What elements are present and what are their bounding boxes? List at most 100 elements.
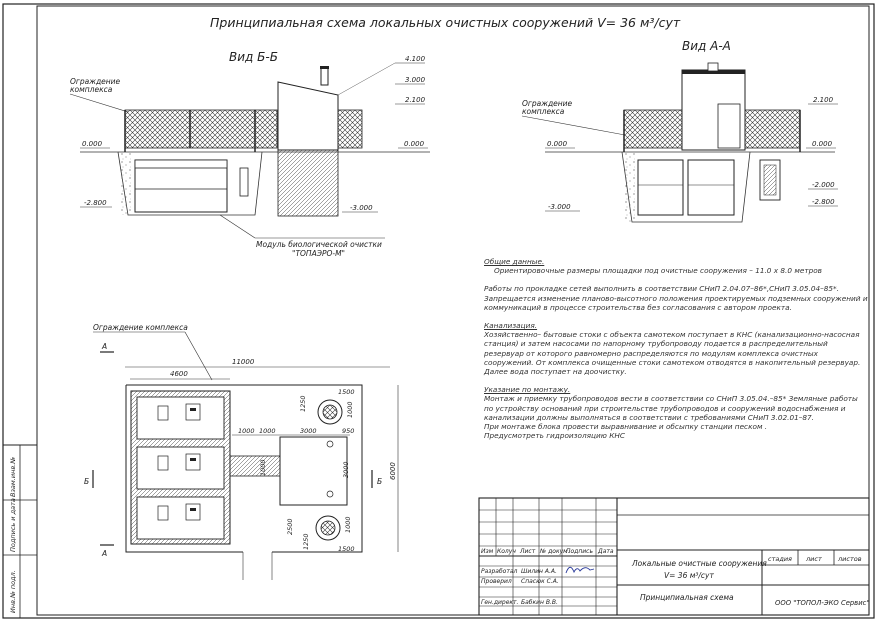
- aa-fence-right: [744, 109, 801, 149]
- svg-text:стадия: стадия: [768, 555, 792, 563]
- svg-text:Разработал: Разработал: [481, 568, 518, 575]
- aa-fence-label-2: комплекса: [522, 107, 565, 116]
- svg-text:-2.000: -2.000: [812, 181, 835, 189]
- svg-text:1000: 1000: [238, 427, 255, 435]
- svg-text:Инв.№ подл.: Инв.№ подл.: [9, 570, 17, 613]
- side-stamp: Взам.инв.№ Подпись и дата Инв.№ подл.: [3, 444, 37, 618]
- notes-p6: Предусмотреть гидроизоляцию КНС: [484, 431, 625, 441]
- svg-text:листов: листов: [837, 555, 862, 563]
- plan-fence-label: Ограждение комплекса: [93, 323, 188, 332]
- notes-p2: Работы по прокладке сетей выполнить в со…: [484, 284, 868, 312]
- svg-text:1000: 1000: [259, 427, 276, 435]
- aa-door: [717, 103, 741, 149]
- outer-frame: [2, 3, 875, 619]
- title-block: [478, 497, 870, 616]
- general-notes: Общие данные. Ориентировочные размеры пл…: [484, 252, 868, 440]
- aa-levels: 2.100 0.000 0.000 -2.000 -2.800 -3.000: [545, 96, 838, 212]
- plan-module-2: [136, 446, 225, 490]
- svg-text:-2.800: -2.800: [812, 198, 835, 206]
- aa-module-1: [637, 159, 684, 216]
- svg-text:1500: 1500: [338, 388, 355, 396]
- svg-text:0.000: 0.000: [404, 140, 425, 148]
- bb-kns-foundation: [277, 149, 339, 217]
- bb-pavilion: [277, 81, 339, 151]
- svg-text:3000: 3000: [300, 427, 317, 435]
- svg-text:Колуч: Колуч: [497, 548, 516, 555]
- plan-fence: [126, 384, 363, 553]
- svg-text:2.100: 2.100: [405, 96, 426, 104]
- svg-text:6000: 6000: [389, 462, 397, 480]
- title-block-text: Изм Колуч Лист № докум. Подпись Дата Раз…: [481, 548, 869, 607]
- plan-module-3: [136, 496, 225, 540]
- notes-p1: Ориентировочные размеры площадки под очи…: [494, 266, 822, 276]
- plan-kns-building: [279, 436, 348, 506]
- svg-text:Б: Б: [377, 477, 382, 486]
- aa-module-2: [687, 159, 735, 216]
- notes-p5: При монтаже блока провести выравнивание …: [484, 422, 768, 432]
- sheet-title: Принципиальная схема локальных очистных …: [210, 15, 681, 30]
- svg-text:1250: 1250: [299, 395, 307, 412]
- notes-heading-sewer: Канализация.: [484, 321, 538, 331]
- company-name: ООО "ТОПОЛ-ЭКО Сервис": [775, 599, 869, 607]
- plan-module-1: [136, 396, 225, 440]
- notes-p4: Монтаж и приемку трубопроводов вести в с…: [484, 394, 858, 422]
- svg-text:Взам.инв.№: Взам.инв.№: [9, 457, 17, 497]
- bb-levels: 4.100 3.000 2.100 0.000 0.000 -2.800 -3.…: [80, 55, 428, 213]
- bb-fence-label-2: комплекса: [70, 85, 113, 94]
- plan-connector: [229, 455, 281, 477]
- svg-text:Лист: Лист: [519, 548, 536, 555]
- plan-ring-bottom: [315, 515, 341, 541]
- signature: [565, 566, 595, 574]
- svg-text:1000: 1000: [344, 516, 352, 533]
- svg-text:Проверил: Проверил: [481, 578, 512, 585]
- bb-module-label-1: Модуль биологической очистки: [256, 240, 382, 249]
- svg-text:№ докум.: № докум.: [539, 548, 570, 555]
- svg-text:11000: 11000: [232, 358, 255, 366]
- svg-text:1000: 1000: [346, 401, 354, 418]
- svg-text:1500: 1500: [338, 545, 355, 553]
- svg-text:-3.000: -3.000: [350, 204, 373, 212]
- svg-text:Дата: Дата: [597, 548, 614, 555]
- bb-fence-label-1: Ограждение: [70, 77, 121, 86]
- aa-fence-left: [623, 109, 683, 149]
- svg-text:4600: 4600: [170, 370, 188, 378]
- svg-text:Шилин А.А.: Шилин А.А.: [521, 568, 557, 575]
- svg-text:-3.000: -3.000: [548, 203, 571, 211]
- svg-text:Спасюк С.А.: Спасюк С.А.: [521, 578, 559, 585]
- plan-dims: 1500 1250 1000 950 1000 1000 3000 1000 3…: [232, 388, 355, 553]
- svg-text:А: А: [101, 549, 107, 558]
- svg-text:Подпись: Подпись: [566, 548, 593, 555]
- svg-text:лист: лист: [805, 555, 822, 563]
- svg-text:950: 950: [342, 427, 354, 435]
- plan-view: Ограждение комплекса А А Б Б 11000 4600 …: [84, 323, 399, 580]
- plan-ring-top: [317, 399, 343, 425]
- svg-text:1250: 1250: [302, 533, 310, 550]
- svg-text:Бабкин В.В.: Бабкин В.В.: [521, 599, 558, 606]
- svg-text:1000: 1000: [259, 459, 267, 476]
- svg-text:3.000: 3.000: [405, 76, 426, 84]
- svg-text:Подпись и дата: Подпись и дата: [9, 498, 17, 552]
- svg-text:0.000: 0.000: [547, 140, 568, 148]
- bb-module-label-2: "ТОПАЭРО-М": [292, 249, 345, 258]
- doc-title-1: Локальные очистные сооружения: [631, 559, 767, 568]
- notes-heading-install: Указание по монтажу.: [484, 385, 571, 395]
- bb-vent-pipe: [320, 67, 329, 86]
- inner-frame: [36, 5, 870, 616]
- svg-text:Ген.директ.: Ген.директ.: [481, 599, 519, 606]
- notes-heading-general: Общие данные.: [484, 257, 545, 266]
- doc-title-2: V= 36 м³/сут: [664, 571, 714, 580]
- svg-text:Б: Б: [84, 477, 89, 486]
- svg-text:0.000: 0.000: [812, 140, 833, 148]
- svg-text:3000: 3000: [342, 461, 350, 478]
- svg-text:2500: 2500: [286, 518, 294, 535]
- view-bb-label: Вид Б-Б: [229, 50, 278, 64]
- svg-text:-2.800: -2.800: [84, 199, 107, 207]
- view-bb: Вид Б-Б Ограждение комплекса 4.100 3.: [69, 50, 430, 258]
- view-aa-label: Вид А-А: [682, 39, 731, 53]
- svg-text:А: А: [101, 342, 107, 351]
- aa-fence-label-1: Ограждение: [522, 99, 573, 108]
- sheet-name: Принципиальная схема: [640, 593, 734, 602]
- bb-module: [134, 159, 228, 213]
- svg-text:4.100: 4.100: [405, 55, 426, 63]
